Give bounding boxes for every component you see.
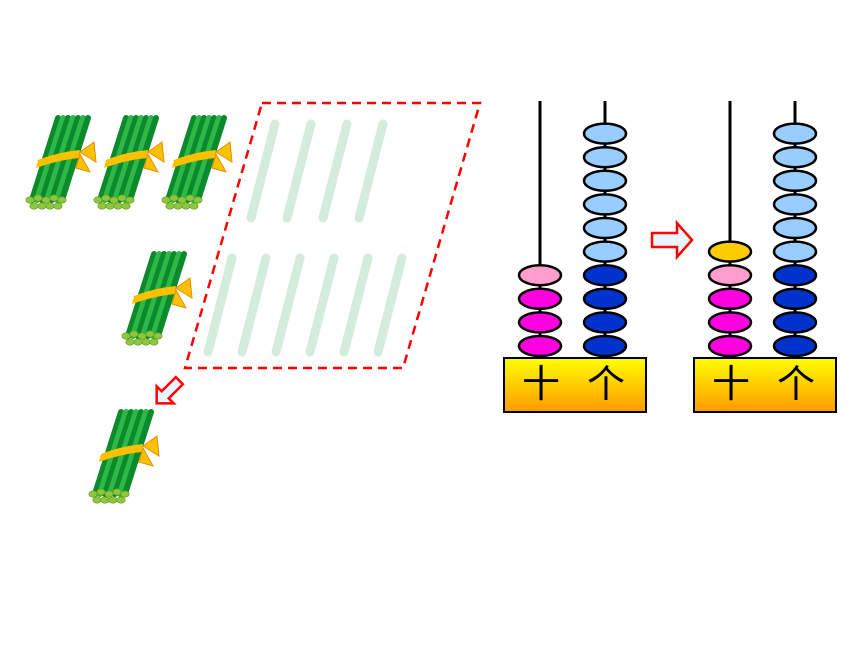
ones-bead [772,169,818,193]
transition-arrow-icon [650,219,694,261]
ones-bead [582,240,628,263]
stick-bundle [93,115,165,210]
loose-stick [354,119,388,223]
tens-bead [707,240,753,263]
ones-bead [772,263,818,287]
loose-stick [339,253,373,357]
loose-stick [271,253,305,357]
ones-bead [582,122,628,145]
tens-bead [707,334,753,358]
tens-bead [517,334,563,358]
ones-bead [582,145,628,169]
loose-stick [237,253,271,357]
abacus-after [693,101,837,413]
abacus-after-ones-label: 个 [776,362,815,406]
abacus-before-ones-label: 个 [586,362,625,406]
stick-bundle [25,115,97,210]
loose-stick [305,253,339,357]
ones-bead [772,193,818,216]
tens-bead [707,287,753,311]
tens-bead [517,263,563,287]
dashed-grouping-region [183,101,482,370]
ones-bead [772,145,818,169]
ones-bead [772,216,818,240]
ones-bead [772,287,818,311]
abacus-after-tens-label: 十 [711,362,750,406]
loose-stick [203,253,237,357]
abacus-before-tens-label: 十 [521,362,560,406]
ones-bead [582,311,628,334]
ones-bead [582,287,628,311]
stick-bundles [25,115,233,504]
group-arrow-icon [155,375,185,405]
loose-stick [373,253,407,357]
abacus-base [503,357,647,413]
ones-bead [772,311,818,334]
abacus-before [503,101,647,413]
abacus-base [693,357,837,413]
ones-bead [582,216,628,240]
ones-bead [772,122,818,145]
ones-bead [772,240,818,263]
ones-bead [582,263,628,287]
ones-bead [772,334,818,358]
loose-stick [246,119,280,223]
loose-stick [318,119,352,223]
ones-bead [582,334,628,358]
stick-bundle [161,115,233,210]
ones-bead [582,193,628,216]
stick-bundle [121,251,193,346]
loose-sticks [203,119,407,357]
tens-bead [707,263,753,287]
loose-stick [282,119,316,223]
ones-bead [582,169,628,193]
tens-bead [517,311,563,334]
tens-bead [517,287,563,311]
tens-bead [707,311,753,334]
stick-bundle [88,409,160,504]
